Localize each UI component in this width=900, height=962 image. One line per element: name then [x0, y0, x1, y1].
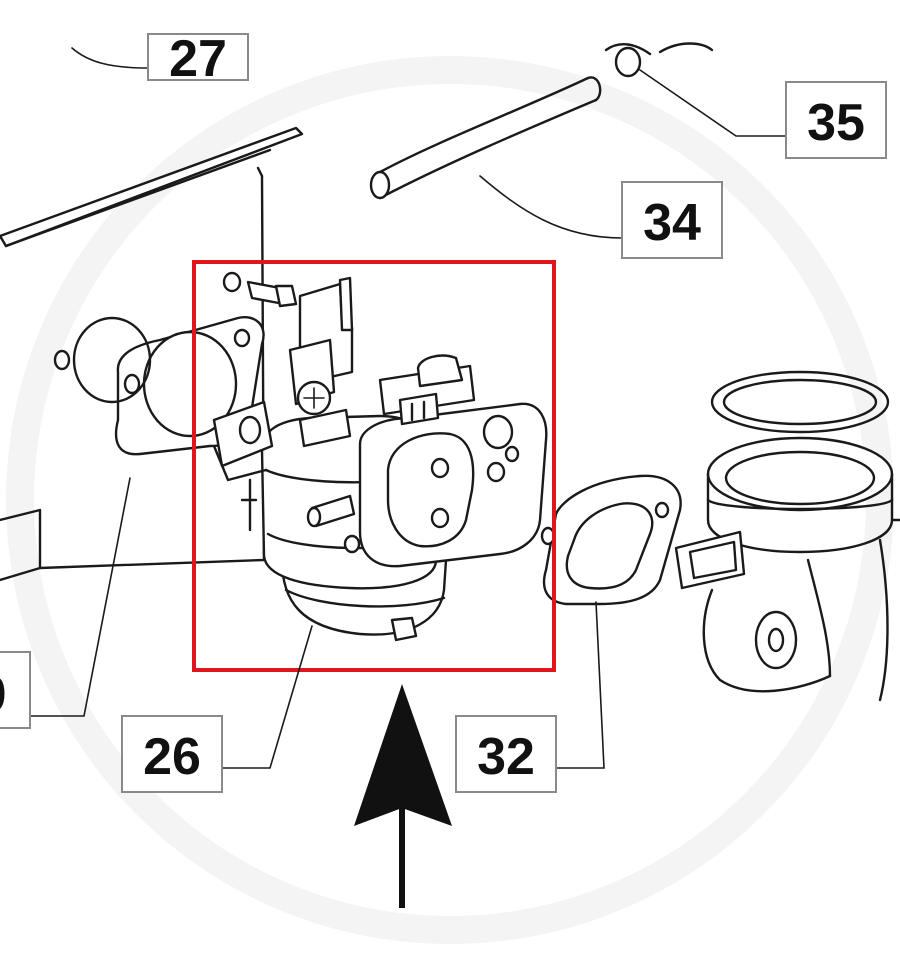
direction-arrow — [354, 684, 452, 908]
callout-34: 34 — [621, 181, 723, 259]
carburetor — [212, 271, 548, 642]
callout-32-text: 32 — [477, 728, 535, 786]
callout-9-text: 9 — [0, 666, 6, 724]
callout-27: 27 — [147, 30, 249, 88]
callout-27-text: 27 — [169, 30, 227, 88]
callout-26: 26 — [121, 715, 223, 793]
callout-32: 32 — [455, 715, 557, 793]
hose-clamp — [604, 42, 714, 78]
highlight-box — [192, 260, 556, 672]
carburetor-gasket — [540, 474, 682, 606]
callout-34-text: 34 — [643, 194, 701, 252]
callout-35: 35 — [785, 81, 887, 159]
leader-lines — [29, 47, 787, 769]
watermark — [6, 56, 894, 944]
callout-35-text: 35 — [807, 94, 865, 152]
callout-9: 9 — [0, 651, 31, 729]
callout-26-text: 26 — [143, 728, 201, 786]
intake-elbow — [674, 370, 900, 702]
fuel-hose — [369, 76, 602, 200]
